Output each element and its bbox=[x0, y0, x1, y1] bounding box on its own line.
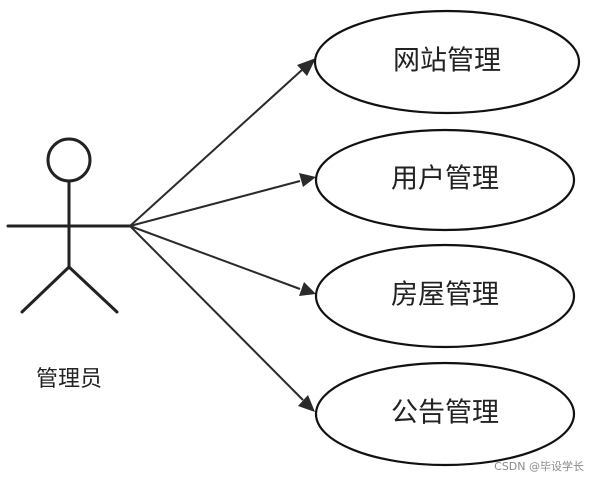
use-case-website-ellipse bbox=[313, 9, 581, 115]
use-case-notice-label: 公告管理 bbox=[391, 398, 499, 429]
use-case-website-label: 网站管理 bbox=[393, 46, 501, 77]
use-case-notice: 公告管理 bbox=[314, 361, 576, 467]
use-case-user: 用户管理 bbox=[314, 128, 576, 232]
actor-head bbox=[46, 137, 92, 183]
use-case-house: 房屋管理 bbox=[314, 243, 576, 349]
actor-label: 管理员 bbox=[36, 367, 102, 392]
use-case-user-ellipse bbox=[314, 128, 576, 232]
actor-right-leg bbox=[67, 265, 119, 314]
association-user bbox=[129, 180, 301, 227]
arrowhead-house bbox=[299, 282, 316, 296]
arrowhead-user bbox=[299, 173, 316, 187]
use-case-user-label: 用户管理 bbox=[391, 164, 499, 195]
associations bbox=[129, 58, 316, 412]
actor-figure bbox=[6, 137, 132, 314]
association-notice bbox=[129, 225, 304, 401]
arrowhead-website bbox=[297, 58, 316, 76]
use-case-house-label: 房屋管理 bbox=[391, 280, 499, 311]
use-case-house-ellipse bbox=[314, 243, 576, 349]
arrowhead-notice bbox=[298, 395, 315, 412]
watermark-text: CSDN @毕设学长 bbox=[494, 459, 584, 473]
association-house bbox=[129, 225, 301, 290]
use-case-notice-ellipse bbox=[314, 361, 576, 467]
association-website bbox=[129, 68, 304, 227]
use-case-website: 网站管理 bbox=[313, 9, 581, 115]
actor-left-leg bbox=[20, 265, 71, 314]
